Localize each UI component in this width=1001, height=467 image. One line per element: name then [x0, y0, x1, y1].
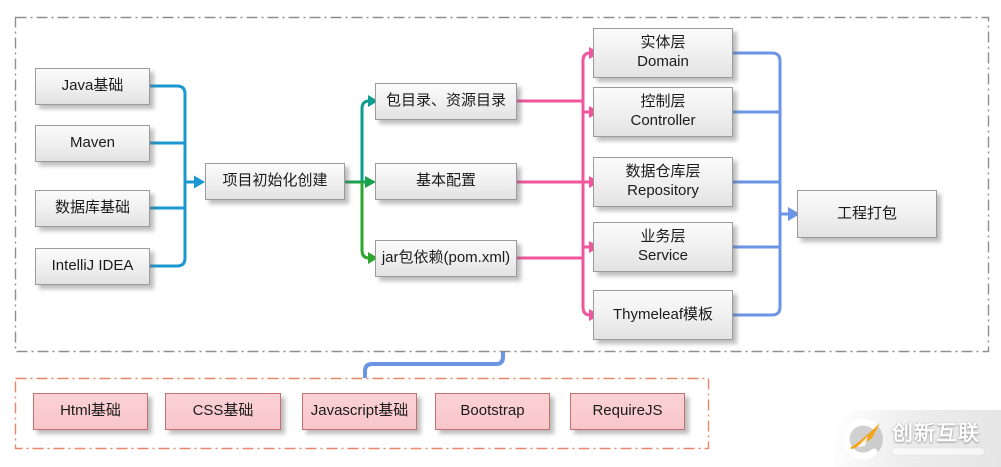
node-project-init: 项目初始化创建 — [205, 163, 345, 200]
layer-title: 数据仓库层 — [625, 163, 701, 181]
node-label: Java基础 — [61, 77, 124, 95]
brand-text-block: 创新互联 — [892, 421, 984, 456]
layer-title: 实体层 — [640, 34, 686, 52]
connector-init-to-jar — [360, 182, 370, 260]
node-label: 包目录、资源目录 — [385, 92, 506, 110]
node-bootstrap: Bootstrap — [435, 393, 550, 430]
arrowhead-into-dirs — [368, 95, 378, 107]
connector-domain-out — [733, 51, 782, 62]
arrowhead-into-packaging — [788, 207, 800, 221]
brand-watermark: 创新互联 — [833, 410, 1001, 467]
layer-title: 业务层 — [640, 228, 686, 246]
node-label: jar包依赖(pom.xml) — [381, 249, 511, 267]
node-project-packaging: 工程打包 — [797, 190, 937, 238]
node-thymeleaf-template: Thymeleaf模板 — [593, 290, 733, 340]
node-javascript-basics: Javascript基础 — [302, 393, 417, 430]
node-database-basics: 数据库基础 — [35, 190, 150, 227]
layer-subtitle: Controller — [630, 112, 696, 129]
node-basic-config: 基本配置 — [375, 163, 517, 200]
connector-init-to-dirs — [360, 99, 370, 182]
connector-into-domain — [581, 51, 591, 62]
node-label: 基本配置 — [415, 172, 476, 190]
layer-subtitle: Service — [637, 247, 689, 264]
brand-subtext-blur — [892, 448, 984, 456]
node-maven: Maven — [35, 125, 150, 162]
node-html-basics: Html基础 — [33, 393, 148, 430]
layer-title: 控制层 — [640, 93, 686, 111]
node-jar-dependencies: jar包依赖(pom.xml) — [375, 240, 517, 277]
connector-thymeleaf-out — [733, 306, 782, 317]
node-label: Javascript基础 — [310, 402, 409, 420]
node-intellij-idea: IntelliJ IDEA — [35, 248, 150, 285]
node-repository-layer: 数据仓库层 Repository — [593, 157, 733, 207]
node-service-layer: 业务层 Service — [593, 222, 733, 272]
arrowhead-into-jar — [368, 252, 378, 264]
arrowhead-into-init — [194, 175, 205, 189]
node-domain-layer: 实体层 Domain — [593, 28, 733, 78]
node-controller-layer: 控制层 Controller — [593, 87, 733, 137]
node-package-dirs: 包目录、资源目录 — [375, 83, 517, 120]
node-label: Maven — [69, 134, 116, 152]
layer-subtitle: Repository — [627, 182, 699, 199]
brand-logo-icon — [842, 418, 883, 459]
node-label: IntelliJ IDEA — [51, 257, 134, 275]
node-label: Bootstrap — [460, 402, 525, 420]
node-label: 工程打包 — [836, 204, 897, 222]
arrowhead-into-config — [365, 176, 376, 188]
layer-subtitle: Domain — [637, 53, 689, 70]
node-label: RequireJS — [592, 402, 663, 420]
node-label: CSS基础 — [192, 402, 254, 420]
node-css-basics: CSS基础 — [165, 393, 281, 430]
brand-name: 创新互联 — [892, 421, 980, 445]
node-label: 项目初始化创建 — [222, 172, 328, 190]
node-requirejs: RequireJS — [570, 393, 685, 430]
frontend-group-border — [14, 377, 710, 450]
connector-backend-to-frontend — [363, 352, 505, 378]
node-java-basics: Java基础 — [35, 68, 150, 105]
backend-group-border — [14, 16, 990, 353]
connector-foundations-outer — [150, 84, 187, 268]
layer-title: Thymeleaf模板 — [612, 305, 714, 323]
node-label: 数据库基础 — [54, 199, 130, 217]
node-label: Html基础 — [60, 402, 121, 420]
connector-into-thymeleaf — [581, 306, 591, 317]
